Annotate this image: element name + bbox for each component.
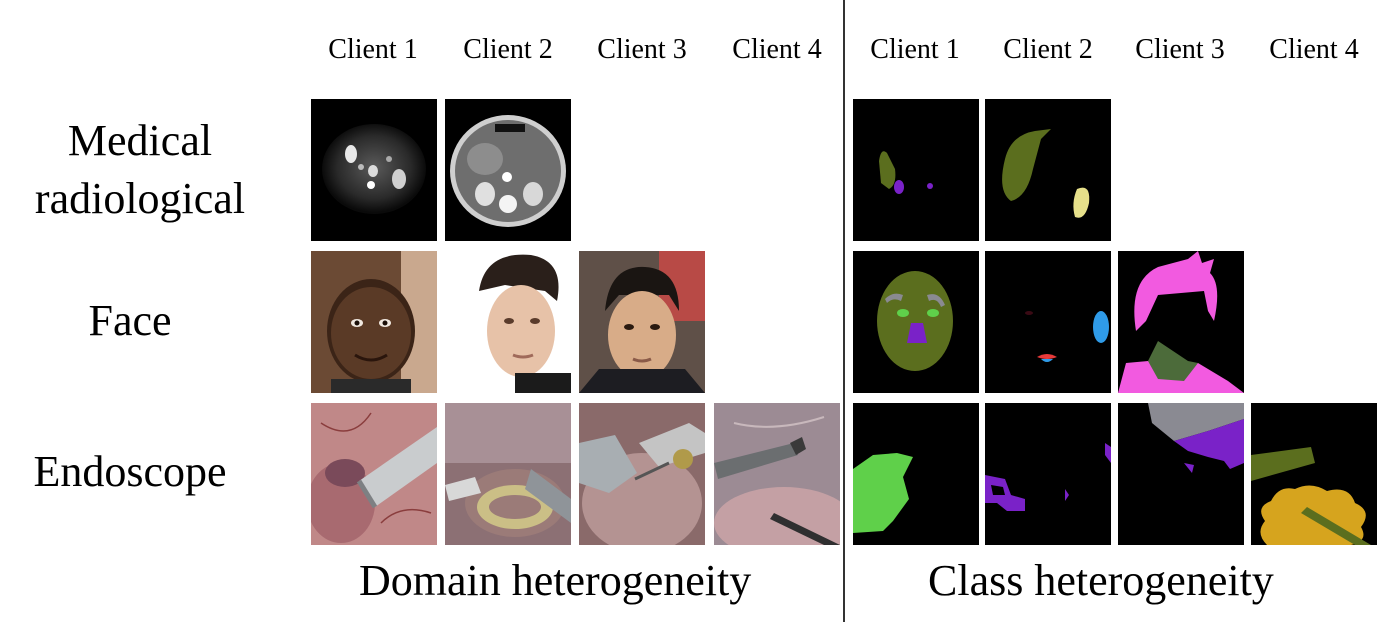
row-label-face: Face [88,296,172,345]
domain-heterogeneity-caption: Domain heterogeneity [359,556,752,605]
face-image-client-2 [445,251,571,393]
class-client-2-header: Client 2 [1003,34,1093,65]
endoscope-image-client-3 [579,403,705,545]
domain-client-3-header: Client 3 [597,34,687,65]
row-label-medical: Medical radiological [0,112,280,228]
row-label-medical-line2: radiological [34,174,246,223]
medical-ct-image-client-2 [445,99,571,241]
endoscope-image-client-4 [714,403,840,545]
face-mask-client-3 [1118,251,1244,393]
endoscope-image-client-2 [445,403,571,545]
class-client-3-header: Client 3 [1135,34,1225,65]
row-label-medical-line1: Medical [67,116,213,165]
medical-mask-client-1 [853,99,979,241]
face-image-client-3 [579,251,705,393]
medical-mask-client-2 [985,99,1111,241]
endoscope-image-client-1 [311,403,437,545]
endoscope-mask-client-1 [853,403,979,545]
endoscope-mask-client-3 [1118,403,1244,545]
domain-client-2-header: Client 2 [463,34,553,65]
medical-ct-image-client-1 [311,99,437,241]
class-heterogeneity-caption: Class heterogeneity [928,556,1274,605]
endoscope-mask-client-2 [985,403,1111,545]
panel-divider [843,0,845,622]
domain-client-1-header: Client 1 [328,34,418,65]
class-client-1-header: Client 1 [870,34,960,65]
domain-client-4-header: Client 4 [732,34,822,65]
face-image-client-1 [311,251,437,393]
face-mask-client-2 [985,251,1111,393]
endoscope-mask-client-4 [1251,403,1377,545]
face-mask-client-1 [853,251,979,393]
row-label-endoscope: Endoscope [33,447,227,496]
class-client-4-header: Client 4 [1269,34,1359,65]
